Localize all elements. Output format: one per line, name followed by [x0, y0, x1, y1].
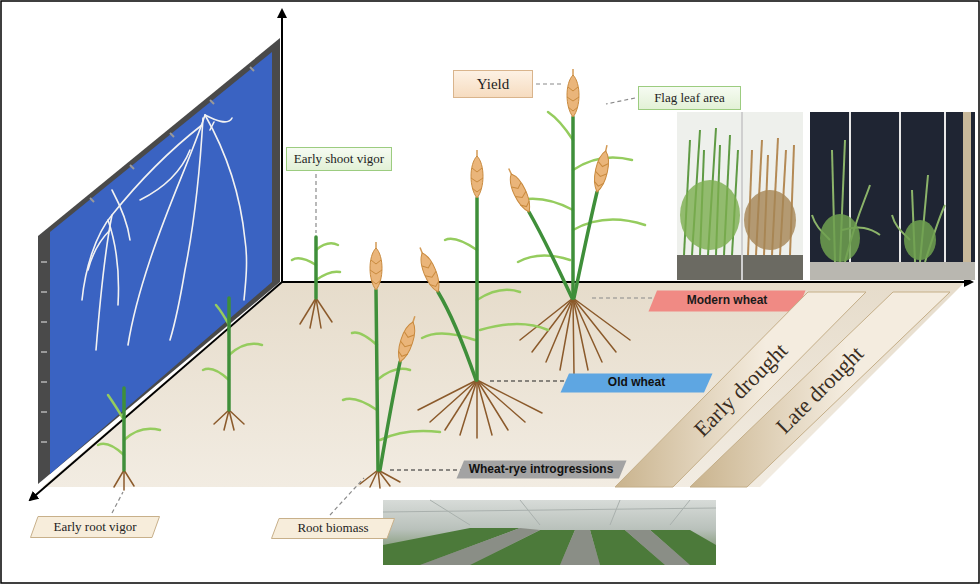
- treatment-band: Late drought: [690, 292, 950, 487]
- node-outline: [690, 292, 950, 487]
- node-outline: [561, 374, 713, 393]
- trait-label: Root biomass: [271, 518, 395, 539]
- label-text: Flag leaf area: [654, 91, 725, 105]
- label-text: Old wheat: [608, 376, 665, 389]
- trait-label: Yield: [453, 70, 533, 98]
- group-label: Wheat-rye introgressions: [456, 460, 627, 479]
- trait-label: Flag leaf area: [638, 86, 741, 110]
- node-outline: [31, 517, 160, 538]
- trait-label: Early root vigor: [30, 516, 160, 538]
- group-label: Old wheat: [560, 373, 713, 393]
- node-outline: [456, 461, 626, 479]
- label-text: Early root vigor: [53, 520, 136, 534]
- label-text: Yield: [477, 76, 510, 93]
- trait-label: Early shoot vigor: [286, 147, 392, 171]
- group-label: Modern wheat: [648, 290, 806, 312]
- node-outline: [649, 291, 806, 312]
- label-text: Early shoot vigor: [294, 152, 384, 166]
- label-text: Wheat-rye introgressions: [469, 463, 614, 476]
- label-text: Modern wheat: [687, 294, 768, 307]
- node-outline: [272, 519, 395, 539]
- band-title: Late drought: [772, 342, 867, 437]
- label-text: Root biomass: [297, 521, 368, 535]
